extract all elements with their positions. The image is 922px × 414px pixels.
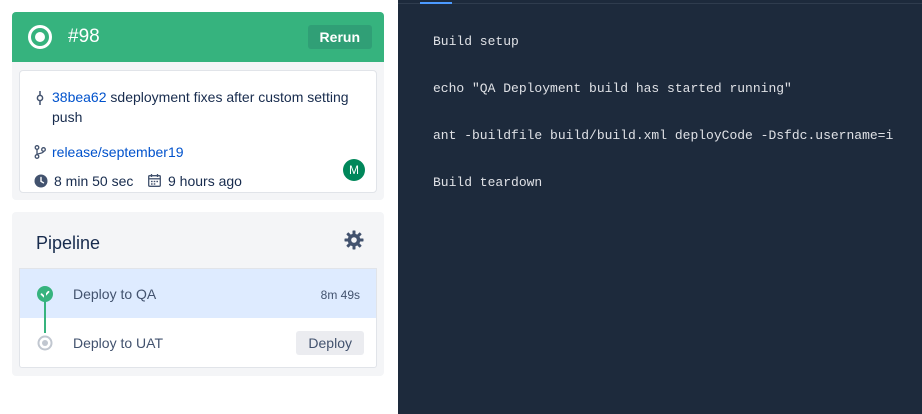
pipeline-card: Pipeline Deploy to QA 8m 49s: [12, 212, 384, 376]
log-line-ant[interactable]: ant -buildfile build/build.xml deployCod…: [433, 128, 894, 143]
branch-icon: [34, 145, 46, 159]
build-number: #98: [68, 26, 100, 47]
step-label: Deploy to QA: [73, 286, 157, 302]
build-card: #98 Rerun 38bea62 sdeployment fixes afte…: [12, 12, 384, 200]
deploy-button[interactable]: Deploy: [296, 331, 364, 355]
calendar-icon: [148, 174, 161, 187]
avatar[interactable]: M: [343, 159, 365, 181]
pipeline-connector: [44, 290, 46, 333]
commit-message: sdeployment fixes after custom setting p…: [52, 89, 349, 125]
pending-circle-icon: [37, 335, 53, 351]
rerun-button[interactable]: Rerun: [307, 25, 372, 49]
commit-row: 38bea62 sdeployment fixes after custom s…: [34, 87, 364, 127]
log-panel: Build setup echo "QA Deployment build ha…: [398, 0, 922, 414]
branch-row: release/september19: [34, 142, 184, 162]
build-duration: 8 min 50 sec: [54, 173, 134, 189]
log-line-build-teardown[interactable]: Build teardown: [433, 175, 543, 190]
log-line-echo[interactable]: echo "QA Deployment build has started ru…: [433, 81, 792, 96]
branch-link[interactable]: release/september19: [52, 144, 184, 160]
step-duration: 8m 49s: [320, 288, 360, 302]
pipeline-step-deploy-to-uat[interactable]: Deploy to UAT Deploy: [19, 318, 377, 368]
log-line-build-setup[interactable]: Build setup: [433, 34, 519, 49]
pipeline-step-deploy-to-qa[interactable]: Deploy to QA 8m 49s: [19, 268, 377, 318]
pipeline-title: Pipeline: [36, 233, 101, 253]
commit-hash-link[interactable]: 38bea62: [52, 89, 107, 105]
build-status-icon: [28, 25, 52, 49]
build-details: 38bea62 sdeployment fixes after custom s…: [19, 70, 377, 193]
build-time-ago: 9 hours ago: [168, 173, 242, 189]
gear-icon[interactable]: [344, 230, 364, 250]
step-label: Deploy to UAT: [73, 335, 163, 351]
commit-icon: [36, 91, 44, 105]
left-panel: #98 Rerun 38bea62 sdeployment fixes afte…: [0, 0, 398, 414]
clock-icon: [34, 174, 48, 188]
log-tab-active-indicator[interactable]: [420, 2, 452, 4]
build-header: #98 Rerun: [12, 12, 384, 62]
log-tab-bar: [398, 3, 922, 4]
